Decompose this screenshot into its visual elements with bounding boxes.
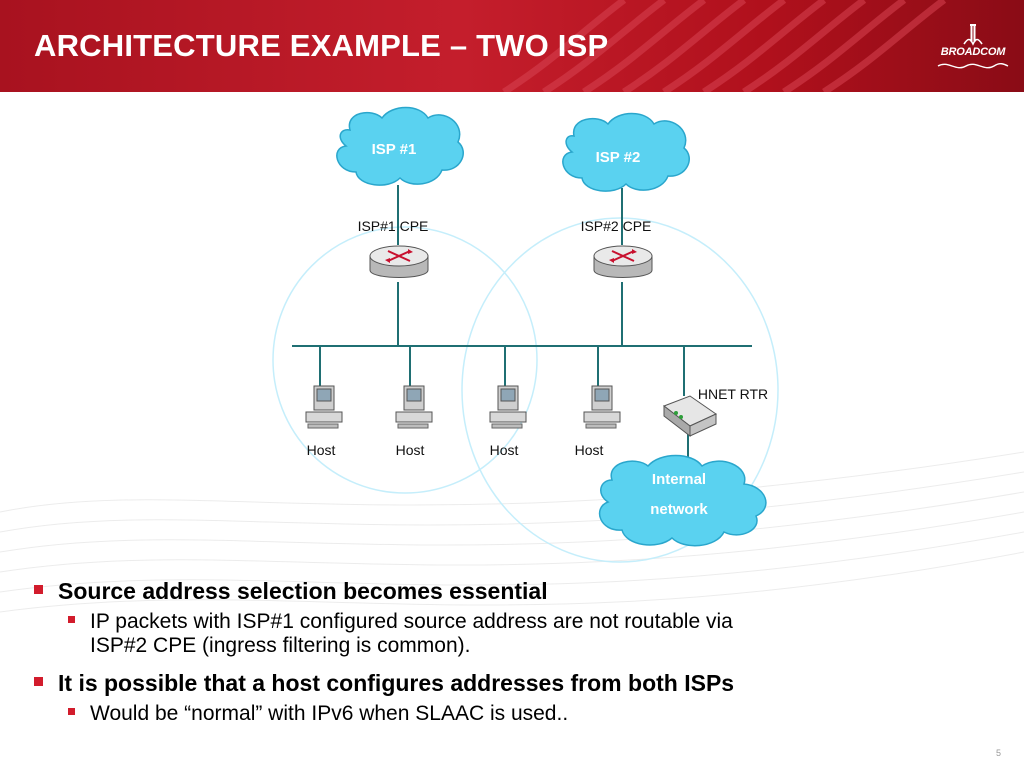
- internal-network-label-line1: Internal: [652, 471, 706, 488]
- internal-network-cloud: Internal network: [598, 454, 767, 547]
- host-1-label: Host: [307, 442, 336, 458]
- host-4-label: Host: [575, 442, 604, 458]
- isp2-cloud: ISP #2: [562, 112, 690, 192]
- isp1-range-circle: [272, 226, 538, 494]
- host-2-label: Host: [396, 442, 425, 458]
- isp1-cloud-label: ISP #1: [372, 141, 417, 158]
- bullet-marker-icon: [34, 677, 43, 686]
- bullet-marker-icon: [34, 585, 43, 594]
- hnet-router-icon: [662, 395, 718, 438]
- isp2-cpe-router-icon: [593, 245, 653, 278]
- host-1-computer-icon: [305, 385, 343, 429]
- isp1-cpe-router-icon: [369, 245, 429, 278]
- logo-text: BROADCOM: [940, 46, 1006, 58]
- bullet-list: Source address selection becomes essenti…: [34, 576, 994, 726]
- internal-network-label-line2: network: [650, 501, 708, 518]
- header-wave-decoration: [502, 0, 947, 92]
- bullet-2-sub-1-line1: Would be “normal” with IPv6 when SLAAC i…: [90, 702, 569, 725]
- slide-title: ARCHITECTURE EXAMPLE – TWO ISP: [34, 28, 609, 63]
- slide-header: ARCHITECTURE EXAMPLE – TWO ISP BROADCOM: [0, 0, 1024, 92]
- isp2-range-circle: [461, 217, 779, 563]
- bullet-1-sub-1-line2: ISP#2 CPE (ingress filtering is common).: [90, 634, 471, 657]
- host-2-computer-icon: [395, 385, 433, 429]
- sub-bullet-marker-icon: [68, 708, 75, 715]
- logo-wave-icon: [937, 63, 1009, 69]
- isp1-cpe-label: ISP#1 CPE: [358, 218, 429, 234]
- bullet-2-text: It is possible that a host configures ad…: [58, 670, 735, 696]
- host-3-label: Host: [490, 442, 519, 458]
- sub-bullet-marker-icon: [68, 616, 75, 623]
- broadcom-logo-icon: [963, 24, 983, 46]
- isp1-cloud: ISP #1: [336, 106, 464, 186]
- isp2-cpe-label: ISP#2 CPE: [581, 218, 652, 234]
- broadcom-logo: BROADCOM: [934, 20, 1012, 70]
- background-line-pattern: [0, 451, 1024, 613]
- bullet-1-sub-1: IP packets with ISP#1 configured source …: [34, 610, 994, 658]
- host-4-computer-icon: [583, 385, 621, 429]
- host-3-computer-icon: [489, 385, 527, 429]
- isp2-cloud-label: ISP #2: [596, 149, 641, 166]
- bullet-1-text: Source address selection becomes essenti…: [58, 578, 548, 604]
- bullet-2-sub-1: Would be “normal” with IPv6 when SLAAC i…: [34, 702, 994, 726]
- bullet-1-sub-1-line1: IP packets with ISP#1 configured source …: [90, 610, 733, 633]
- page-number: 5: [996, 748, 1002, 758]
- bullet-2: It is possible that a host configures ad…: [34, 668, 994, 698]
- bullet-1: Source address selection becomes essenti…: [34, 576, 994, 606]
- hnet-rtr-label: HNET RTR: [698, 386, 768, 402]
